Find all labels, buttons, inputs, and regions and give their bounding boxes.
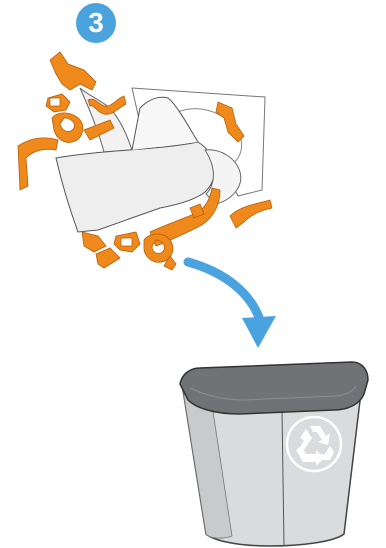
- tape-piece: [51, 112, 84, 143]
- bin-rim: [179, 361, 369, 415]
- bin-rim-inner: [189, 385, 357, 401]
- tape-piece: [120, 237, 133, 247]
- arrow-head: [242, 316, 276, 348]
- tape-piece: [229, 199, 273, 229]
- tape-piece: [215, 101, 245, 143]
- recycle-icon-arrows: [296, 426, 334, 466]
- tape-piece: [163, 255, 177, 271]
- direction-arrow: [183, 257, 276, 348]
- recycle-arrow-top: [310, 426, 330, 445]
- step-number: 3: [88, 7, 104, 38]
- recycle-arrow-bottom-right: [320, 446, 334, 460]
- tape-piece: [149, 187, 221, 247]
- recycle-icon-circle: [285, 415, 343, 473]
- tape-piece: [87, 95, 127, 115]
- tape-piece: [49, 51, 97, 91]
- tape-piece: [189, 203, 205, 219]
- recycle-bin: [179, 361, 369, 547]
- bin-edge-line: [281, 409, 285, 547]
- packing-paper-fold: [131, 96, 199, 151]
- step-number-badge: 3: [76, 3, 116, 43]
- tape-piece: [95, 247, 121, 269]
- packing-tape-pieces: [17, 51, 273, 271]
- tape-piece: [83, 119, 115, 141]
- recycle-arrow-left: [300, 429, 312, 450]
- tape-piece: [17, 137, 59, 191]
- bin-side-panel: [181, 383, 233, 539]
- tape-piece: [143, 233, 174, 263]
- recycle-icon: [285, 415, 343, 473]
- tape-piece: [49, 97, 61, 107]
- recycle-arrow-bottom-left: [296, 446, 324, 466]
- packing-paper-main: [55, 141, 216, 233]
- packing-material: [17, 51, 273, 271]
- tape-piece: [81, 231, 107, 253]
- arrow-shaft: [183, 257, 265, 325]
